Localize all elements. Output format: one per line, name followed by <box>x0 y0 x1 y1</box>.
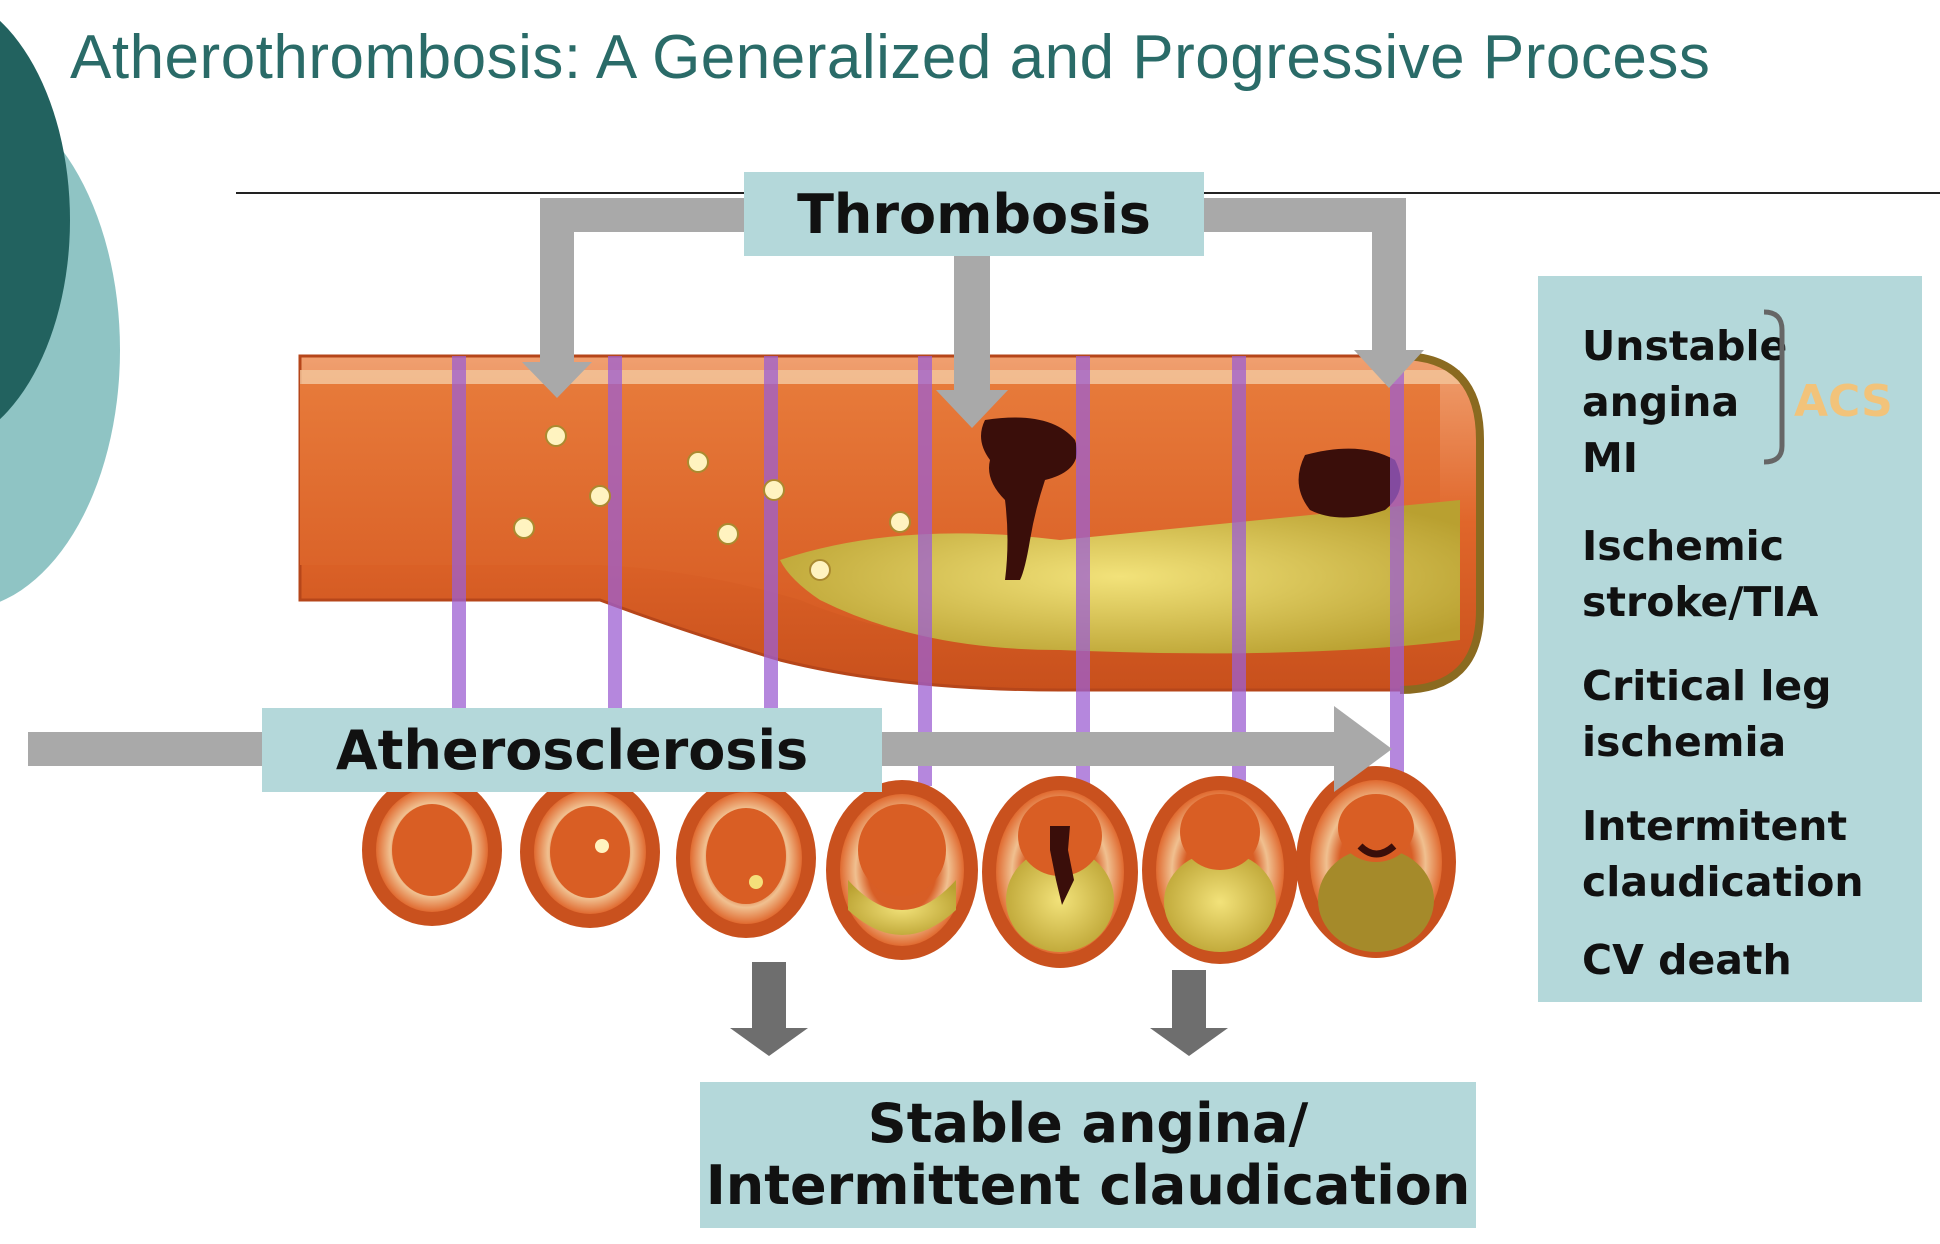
outcome-mi: MI <box>1582 434 1639 482</box>
cross-sections <box>362 766 1456 968</box>
acs-bracket <box>1763 309 1785 465</box>
thrombus-occlusive <box>1298 448 1401 518</box>
outcome-leg-line1: Critical leg <box>1582 662 1832 710</box>
outcome-claudication: Intermitent claudication <box>1582 798 1864 910</box>
page-title: Atherothrombosis: A Generalized and Prog… <box>70 23 1711 92</box>
outcome-angina: angina <box>1582 378 1740 426</box>
stable-label-line1: Stable angina/ <box>867 1092 1309 1155</box>
blood-cells <box>513 425 911 581</box>
stable-label-line2: Intermittent claudication <box>705 1154 1471 1217</box>
outcome-cvdeath-line1: CV death <box>1582 936 1792 984</box>
outcome-cv-death: CV death <box>1582 932 1792 988</box>
clinical-outcomes-panel: Unstable angina MI ACS Ischemic stroke/T… <box>1538 276 1922 1002</box>
stage-marker-2 <box>608 356 622 786</box>
thrombosis-arrows <box>522 198 1424 428</box>
cross-section-2 <box>520 776 660 928</box>
cross-section-5 <box>982 776 1138 968</box>
stable-arrows <box>730 962 1228 1056</box>
thrombus-rupture <box>981 417 1077 580</box>
outcome-leg-ischemia: Critical leg ischemia <box>1582 658 1832 770</box>
outcome-stroke: Ischemic stroke/TIA <box>1582 518 1818 630</box>
acs-label: ACS <box>1794 376 1893 427</box>
cross-section-1 <box>362 774 502 926</box>
atherosclerosis-label: Atherosclerosis <box>262 708 882 792</box>
cross-section-6 <box>1142 776 1298 964</box>
stage-markers <box>452 356 1404 786</box>
cross-section-4 <box>826 780 978 960</box>
decor-circle-dark <box>0 20 70 420</box>
cross-section-3 <box>676 778 816 938</box>
outcome-leg-line2: ischemia <box>1582 718 1787 766</box>
outcome-stroke-line1: Ischemic <box>1582 522 1785 570</box>
outcome-claud-line2: claudication <box>1582 858 1864 906</box>
atherosclerotic-plaque <box>780 500 1460 654</box>
artery-end-cap <box>1399 352 1484 694</box>
stage-marker-5 <box>1076 356 1090 786</box>
stage-marker-3 <box>764 356 778 786</box>
cross-section-7 <box>1296 766 1456 958</box>
atherosclerosis-arrow <box>28 706 1392 792</box>
stage-marker-6 <box>1232 356 1246 786</box>
artery-inner-wall <box>300 370 1460 384</box>
stage-marker-1 <box>452 356 466 778</box>
stage-marker-7 <box>1390 356 1404 786</box>
outcome-stroke-line2: stroke/TIA <box>1582 578 1819 626</box>
outcome-unstable: Unstable <box>1582 322 1788 370</box>
thrombosis-label: Thrombosis <box>744 172 1204 256</box>
stable-angina-label: Stable angina/ Intermittent claudication <box>700 1082 1476 1228</box>
outcome-acs-group: Unstable angina MI <box>1582 318 1787 486</box>
stage-marker-4 <box>918 356 932 786</box>
outcome-claud-line1: Intermitent <box>1582 802 1848 850</box>
